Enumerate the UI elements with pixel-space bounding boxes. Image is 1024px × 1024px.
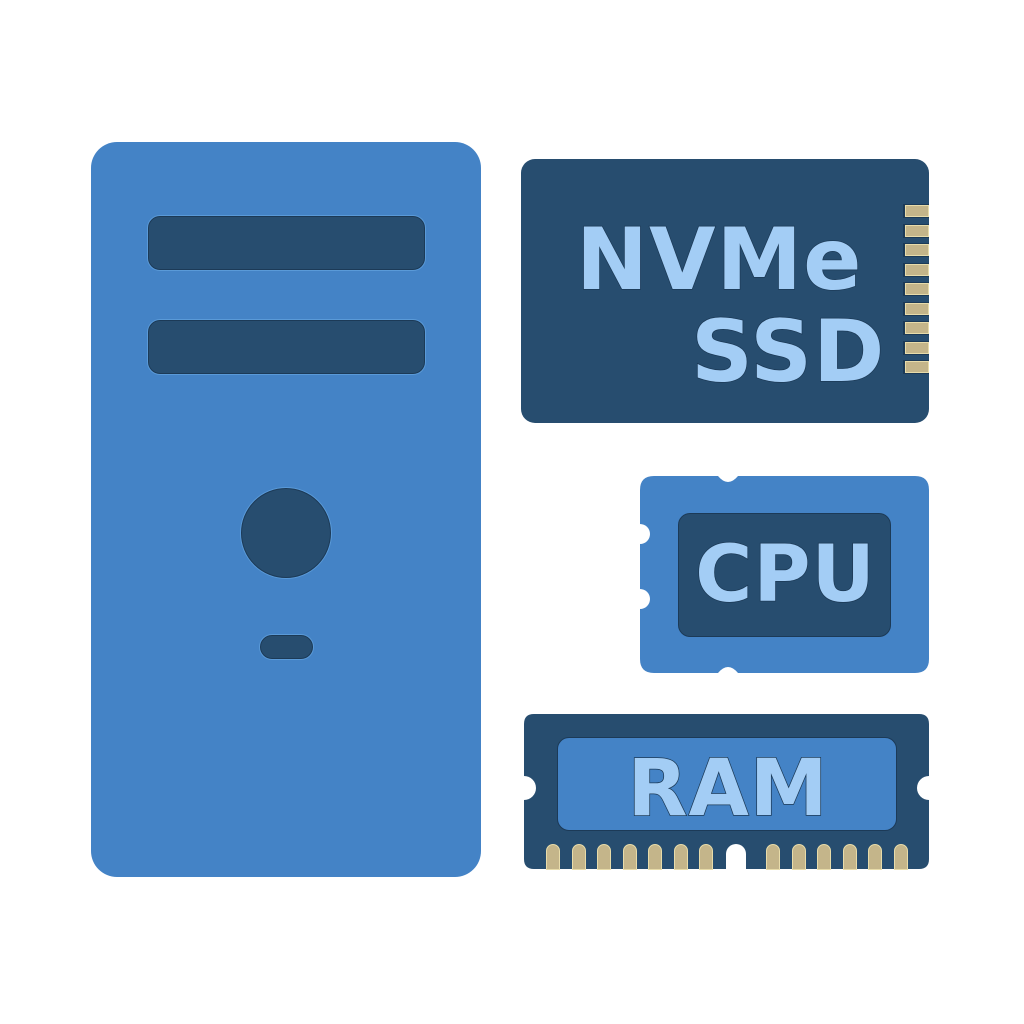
ram-pin (699, 844, 713, 870)
computer-tower (91, 142, 481, 877)
status-led-icon (260, 635, 313, 659)
ram-pin (622, 844, 637, 870)
ram-pin (546, 844, 560, 870)
ssd-pin (905, 322, 929, 334)
ram-pin (571, 844, 586, 870)
ssd-pin (905, 244, 929, 256)
ram-pin (868, 844, 882, 870)
ram-label: RAM (627, 744, 829, 834)
ssd-pin (905, 263, 929, 276)
ram-pin (893, 844, 908, 870)
ram-pin (766, 844, 780, 870)
ssd-pin (905, 341, 929, 354)
drive-bay-bottom (148, 320, 425, 374)
ram-pin (597, 844, 611, 870)
cpu-die: CPU (678, 513, 891, 637)
cpu-chip: CPU (640, 476, 929, 673)
ram-pin (648, 844, 662, 870)
ssd-label-line1: NVMe (575, 210, 863, 310)
ram-pin (791, 844, 806, 870)
ram-pin (817, 844, 831, 870)
drive-bay-top (148, 216, 425, 270)
ssd-pin (905, 224, 929, 237)
ram-pin (673, 844, 688, 870)
ssd-pin (905, 302, 929, 315)
ssd-pin (905, 283, 929, 295)
power-button-icon (241, 488, 331, 578)
ssd-label-line2: SSD (690, 302, 886, 402)
nvme-ssd-card: NVMe SSD (521, 159, 929, 423)
ram-module: RAM (524, 714, 929, 870)
ram-label-panel: RAM (557, 737, 897, 831)
ssd-pin (905, 205, 929, 217)
ssd-pin (905, 361, 929, 373)
ram-pin (842, 844, 857, 870)
cpu-label: CPU (694, 530, 876, 620)
